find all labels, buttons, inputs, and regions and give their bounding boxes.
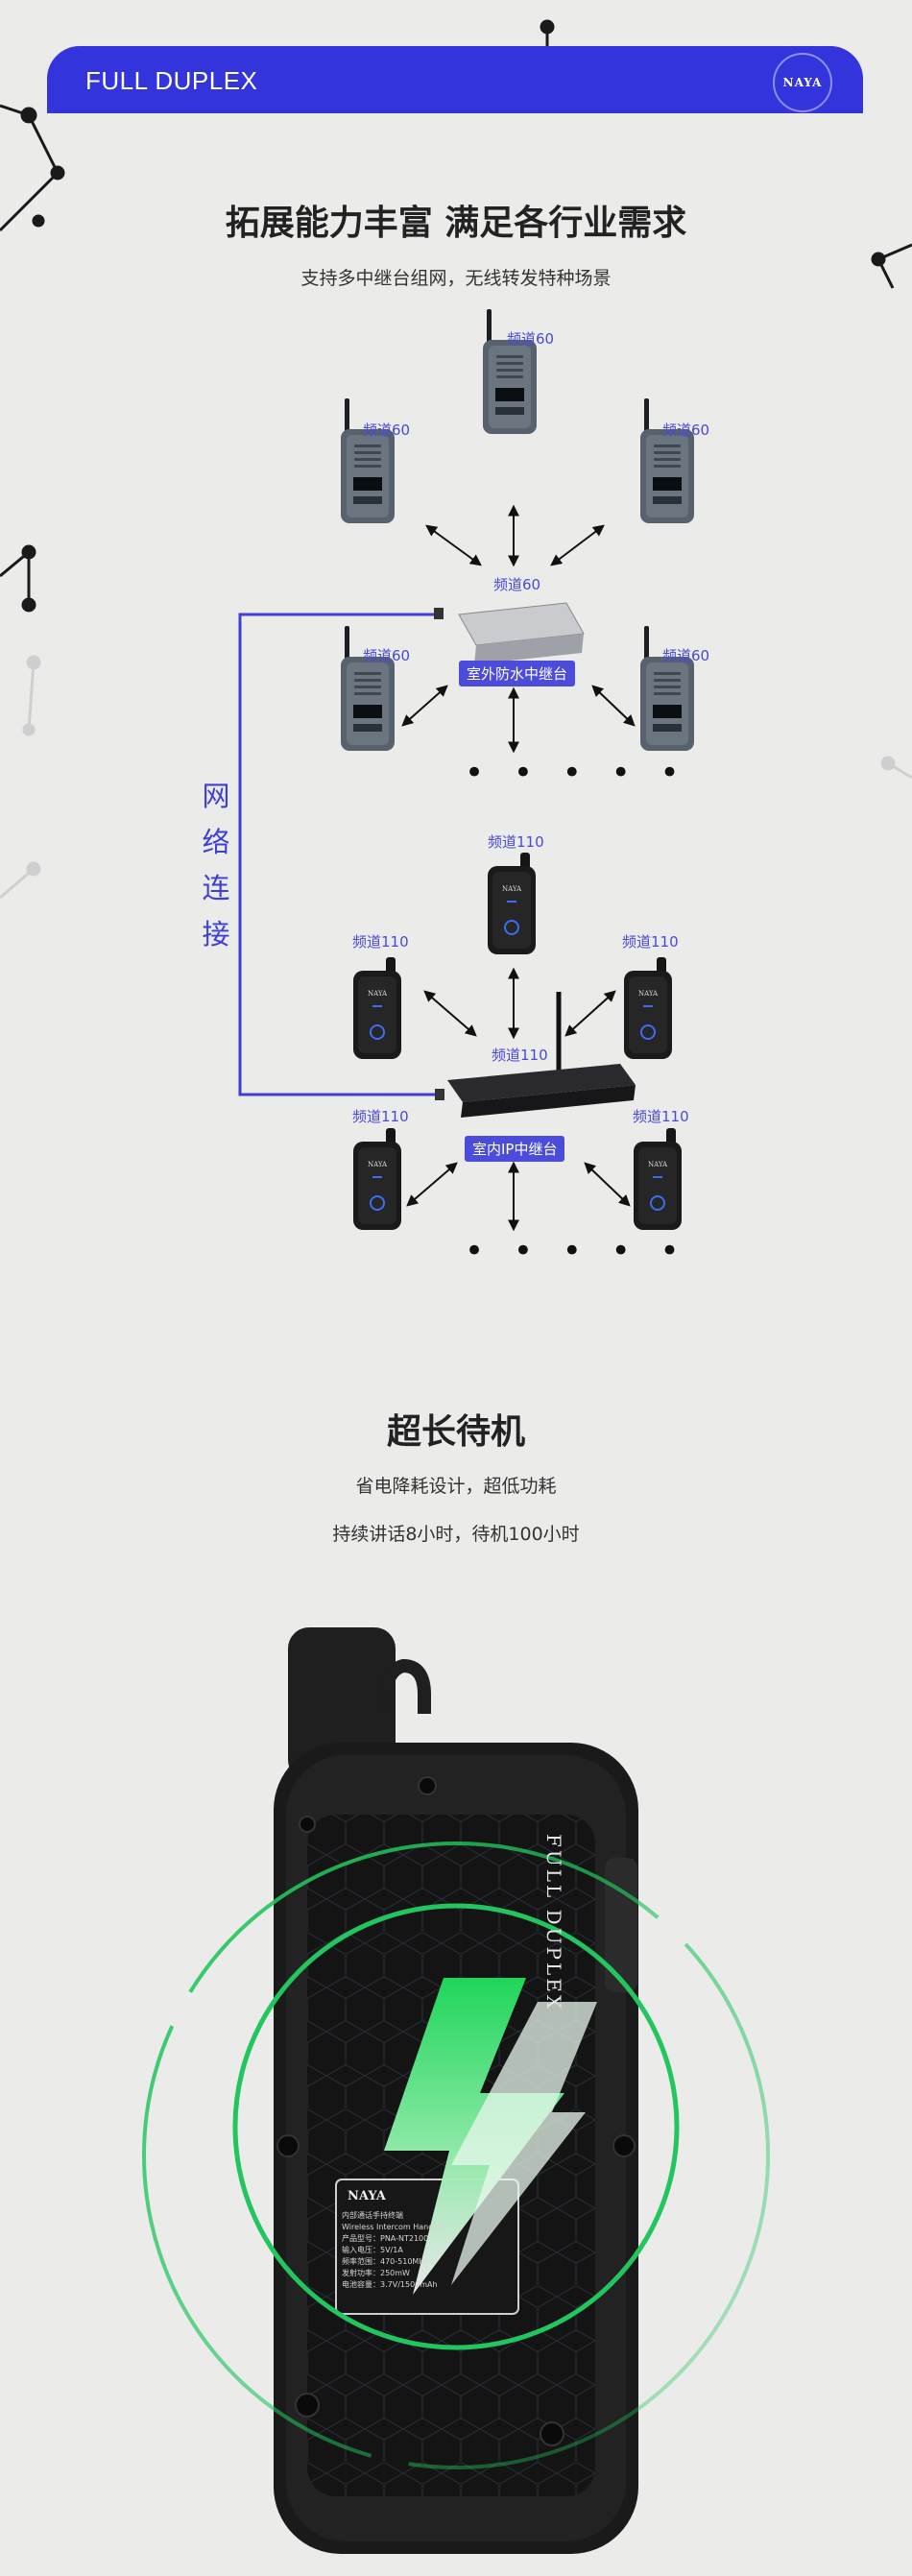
channel-label: 频道110 xyxy=(352,933,409,951)
spec-line: 输入电压：5V/1A xyxy=(342,2246,403,2254)
device-battery-illustration xyxy=(142,1627,770,2554)
channel-label: 频道110 xyxy=(352,1108,409,1125)
section1-subtitle: 支持多中继台组网，无线转发特种场景 xyxy=(300,268,612,289)
more-devices-dots: • • • • • xyxy=(465,1232,689,1270)
section2-line2: 持续讲话8小时，待机100小时 xyxy=(332,1524,580,1545)
channel-label: 频道60 xyxy=(363,421,411,439)
channel-label: 频道60 xyxy=(507,330,555,348)
spec-line: 发射功率：250mW xyxy=(342,2269,410,2277)
network-label-char: 连 xyxy=(202,872,230,904)
repeater-channel-label: 频道110 xyxy=(492,1047,548,1064)
channel-label: 频道60 xyxy=(662,421,710,439)
outdoor-repeater-device xyxy=(434,602,585,664)
device-spec-label: 内部通话手持终端 Wireless Intercom Handset 产品型号：… xyxy=(342,2210,515,2291)
channel-label: 频道110 xyxy=(633,1108,689,1125)
channel-label: 频道60 xyxy=(662,647,710,664)
network-diagram: NAYA xyxy=(238,309,694,1232)
spec-line: 产品型号：PNA-NT2100 xyxy=(342,2234,429,2243)
outdoor-repeater-label: 室外防水中继台 xyxy=(459,661,576,686)
network-label-char: 网 xyxy=(202,780,230,812)
spec-line: Wireless Intercom Handset xyxy=(342,2223,445,2231)
indoor-repeater-device xyxy=(435,992,636,1118)
channel-label: 频道110 xyxy=(622,933,679,951)
indoor-repeater-label: 室内IP中继台 xyxy=(465,1136,565,1162)
spec-line: 频率范围：470-510MHz xyxy=(342,2257,429,2266)
spec-line: 内部通话手持终端 xyxy=(342,2211,403,2220)
header-bar: FULL DUPLEX NAYA xyxy=(47,46,863,113)
network-label-char: 接 xyxy=(202,918,230,951)
channel-label: 频道110 xyxy=(488,833,544,851)
channel-label: 频道60 xyxy=(363,647,411,664)
device-logo: NAYA xyxy=(348,2189,386,2203)
spec-line: 电池容量：3.7V/1500mAh xyxy=(342,2280,438,2289)
network-label-char: 络 xyxy=(202,826,230,858)
section2-line1: 省电降耗设计，超低功耗 xyxy=(355,1476,557,1497)
more-devices-dots: • • • • • xyxy=(465,754,689,792)
section2-title: 超长待机 xyxy=(386,1412,525,1452)
device-back-text: FULL DUPLEX xyxy=(542,1834,565,2012)
network-connection-label: 网 络 连 接 xyxy=(197,773,235,957)
header-title: FULL DUPLEX xyxy=(85,66,258,95)
brand-logo: NAYA xyxy=(773,53,832,112)
section1-title: 拓展能力丰富 满足各行业需求 xyxy=(225,204,687,243)
repeater-channel-label: 频道60 xyxy=(493,576,541,593)
